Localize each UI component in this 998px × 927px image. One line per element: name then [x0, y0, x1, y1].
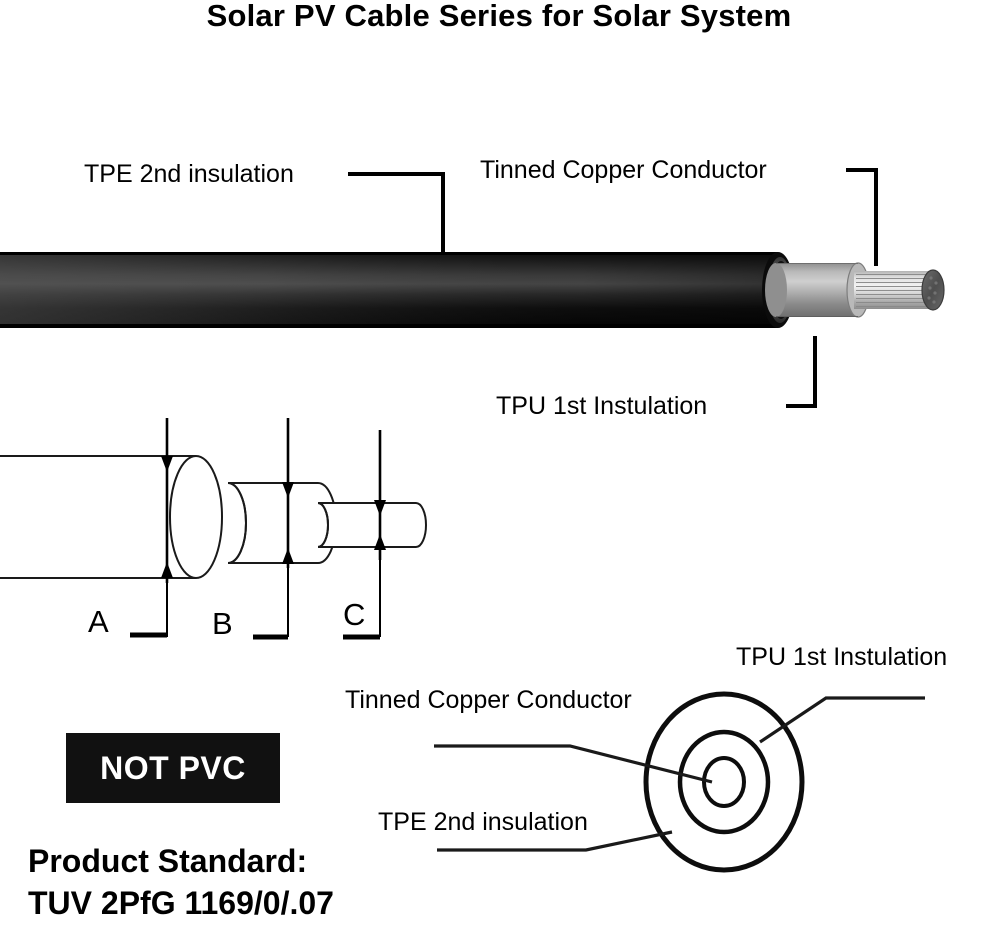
dim-arrow-c [374, 430, 386, 637]
main-cable-illustration [0, 252, 945, 328]
dimension-diagram [0, 455, 427, 579]
cs-callout-tinned-copper-conductor: Tinned Copper Conductor [345, 686, 632, 714]
product-standard-heading: Product Standard: [28, 843, 308, 879]
cable-inner-insulation [765, 262, 870, 318]
callout-tpe-2nd-insulation: TPE 2nd insulation [84, 160, 294, 188]
dimension-label-b: B [212, 606, 233, 641]
leader-tpe-2nd-insulation [348, 172, 445, 252]
callout-tpu-1st-insulation: TPU 1st Instulation [496, 392, 708, 420]
dim-middle-cylinder [227, 482, 337, 564]
leader-cs-tpu-1st-insulation [759, 696, 925, 744]
product-standard-value: TUV 2PfG 1169/0/.07 [28, 885, 334, 921]
cross-section-illustration [643, 691, 805, 873]
dim-arrow-b [282, 418, 294, 637]
not-pvc-badge: NOT PVC [66, 733, 280, 803]
leader-tpu-1st-insulation [786, 336, 817, 408]
product-standard-block: Product Standard: TUV 2PfG 1169/0/.07 [28, 840, 548, 924]
cable-stranded-conductor [854, 269, 945, 311]
dimension-label-a: A [88, 604, 109, 639]
cs-callout-tpe-2nd-insulation: TPE 2nd insulation [378, 808, 588, 836]
cs-callout-tpu-1st-insulation: TPU 1st Instulation [736, 643, 948, 671]
dim-arrow-a [161, 418, 173, 637]
dim-inner-cylinder [317, 502, 427, 548]
cable-outer-jacket [0, 252, 778, 328]
leader-tinned-copper-conductor [846, 168, 878, 266]
leader-cs-tpe-2nd-insulation [437, 830, 673, 852]
not-pvc-label: NOT PVC [100, 749, 246, 786]
dimension-label-c: C [343, 597, 366, 632]
leader-cs-tinned-copper-conductor [434, 744, 713, 784]
dim-outer-cylinder [0, 455, 223, 579]
page-title: Solar PV Cable Series for Solar System [206, 0, 792, 33]
callout-tinned-copper-conductor: Tinned Copper Conductor [480, 156, 767, 184]
ring-core-conductor [702, 756, 746, 808]
